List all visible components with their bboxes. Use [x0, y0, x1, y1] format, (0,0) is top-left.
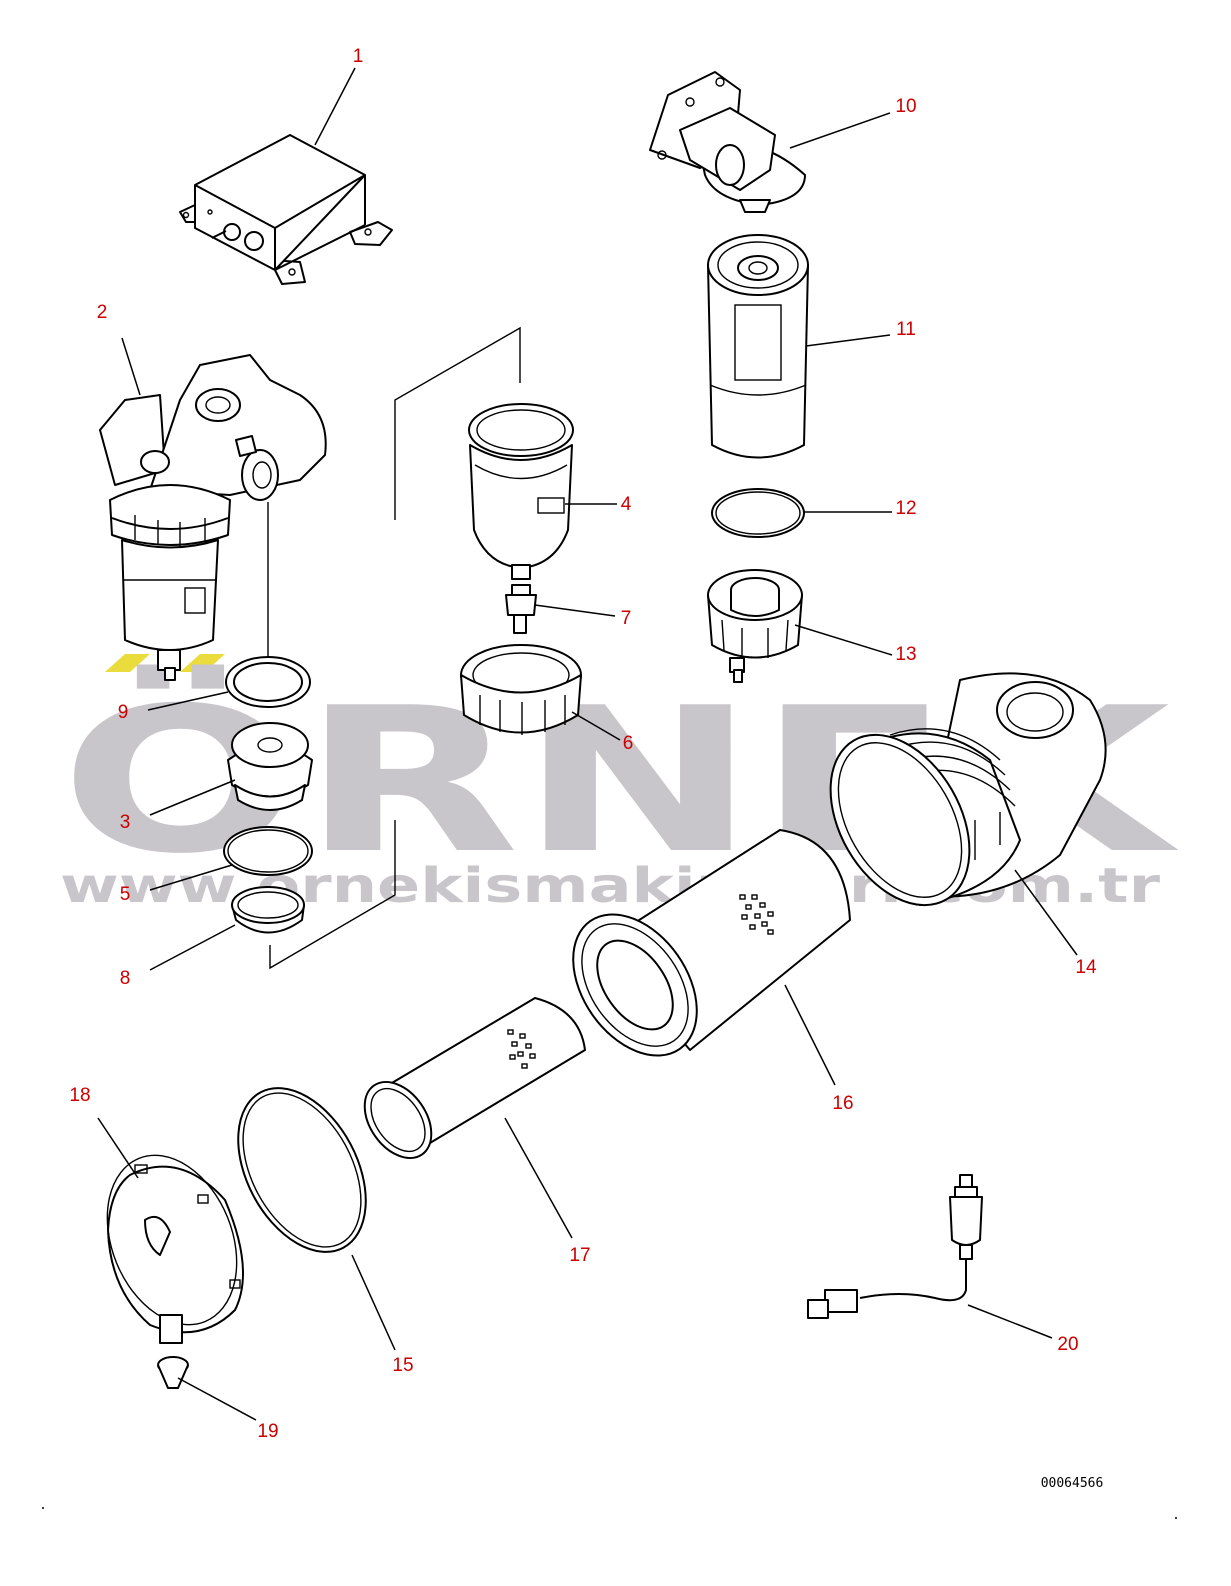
perforation-pattern-17 [507, 1029, 536, 1069]
callout-20: 20 [1057, 1334, 1078, 1355]
part-3-cap [227, 722, 313, 811]
leader-3 [149, 779, 236, 816]
part-8-ring [231, 886, 305, 934]
callout-16: 16 [832, 1093, 853, 1114]
part-1-control-box [179, 134, 393, 285]
part-9-snap-ring [225, 656, 311, 708]
leader-14 [1014, 869, 1078, 956]
leader-10 [789, 112, 891, 149]
part-20-sensor [807, 1174, 983, 1319]
callout-2: 2 [97, 302, 108, 323]
part-18-cover [106, 1154, 244, 1344]
callout-15: 15 [392, 1355, 413, 1376]
callout-18: 18 [69, 1085, 90, 1106]
corner-dot-left [42, 1507, 44, 1509]
callout-19: 19 [257, 1421, 278, 1442]
leader-13 [794, 624, 893, 656]
group-bracket [269, 326, 521, 970]
callout-9: 9 [118, 702, 129, 723]
part-12-o-ring [711, 488, 805, 538]
leader-lines [97, 67, 1078, 1421]
callout-5: 5 [120, 884, 131, 905]
leader-11 [805, 334, 891, 347]
part-15-gasket [237, 1087, 367, 1253]
part-16-outer-element [572, 829, 851, 1057]
perforation-pattern-16 [739, 894, 774, 935]
callout-4: 4 [621, 494, 632, 515]
leader-20 [967, 1304, 1053, 1339]
part-19-valve [157, 1356, 189, 1389]
leader-18 [97, 1117, 139, 1179]
document-id: 00064566 [1041, 1476, 1104, 1491]
corner-dot-right [1175, 1517, 1177, 1519]
leader-19 [177, 1377, 257, 1421]
callout-6: 6 [623, 733, 634, 754]
part-11-spin-on-filter [707, 234, 809, 459]
leader-15 [351, 1254, 396, 1351]
part-6-ring-nut [460, 644, 582, 735]
part-10-filter-head [649, 71, 806, 213]
part-4-filter-bowl [468, 403, 574, 580]
callout-12: 12 [895, 498, 916, 519]
callout-8: 8 [120, 968, 131, 989]
callout-3: 3 [120, 812, 131, 833]
leader-6 [571, 711, 621, 741]
part-13-separator [707, 569, 803, 683]
callout-7: 7 [621, 608, 632, 629]
leader-9 [147, 691, 229, 711]
callout-labels: 1 2 3 4 5 6 7 8 9 10 11 12 13 14 15 16 1… [69, 46, 1097, 1442]
part-2-filter-assembly [99, 354, 327, 681]
leader-16 [784, 984, 836, 1086]
callout-17: 17 [569, 1245, 590, 1266]
callout-14: 14 [1075, 957, 1097, 978]
leader-5 [149, 864, 233, 891]
callout-10: 10 [895, 96, 916, 117]
callout-13: 13 [895, 644, 916, 665]
leader-1 [314, 67, 356, 146]
leader-2 [121, 337, 141, 396]
part-5-o-ring [223, 826, 313, 876]
leader-7 [534, 604, 616, 617]
part-14-air-cleaner-body [829, 672, 1107, 907]
part-7-drain-plug [505, 584, 537, 634]
leader-8 [149, 924, 236, 971]
leader-17 [504, 1117, 573, 1239]
callout-1: 1 [353, 46, 364, 67]
watermark-accent [105, 654, 150, 672]
part-17-inner-element [363, 997, 586, 1159]
callout-11: 11 [896, 319, 916, 340]
